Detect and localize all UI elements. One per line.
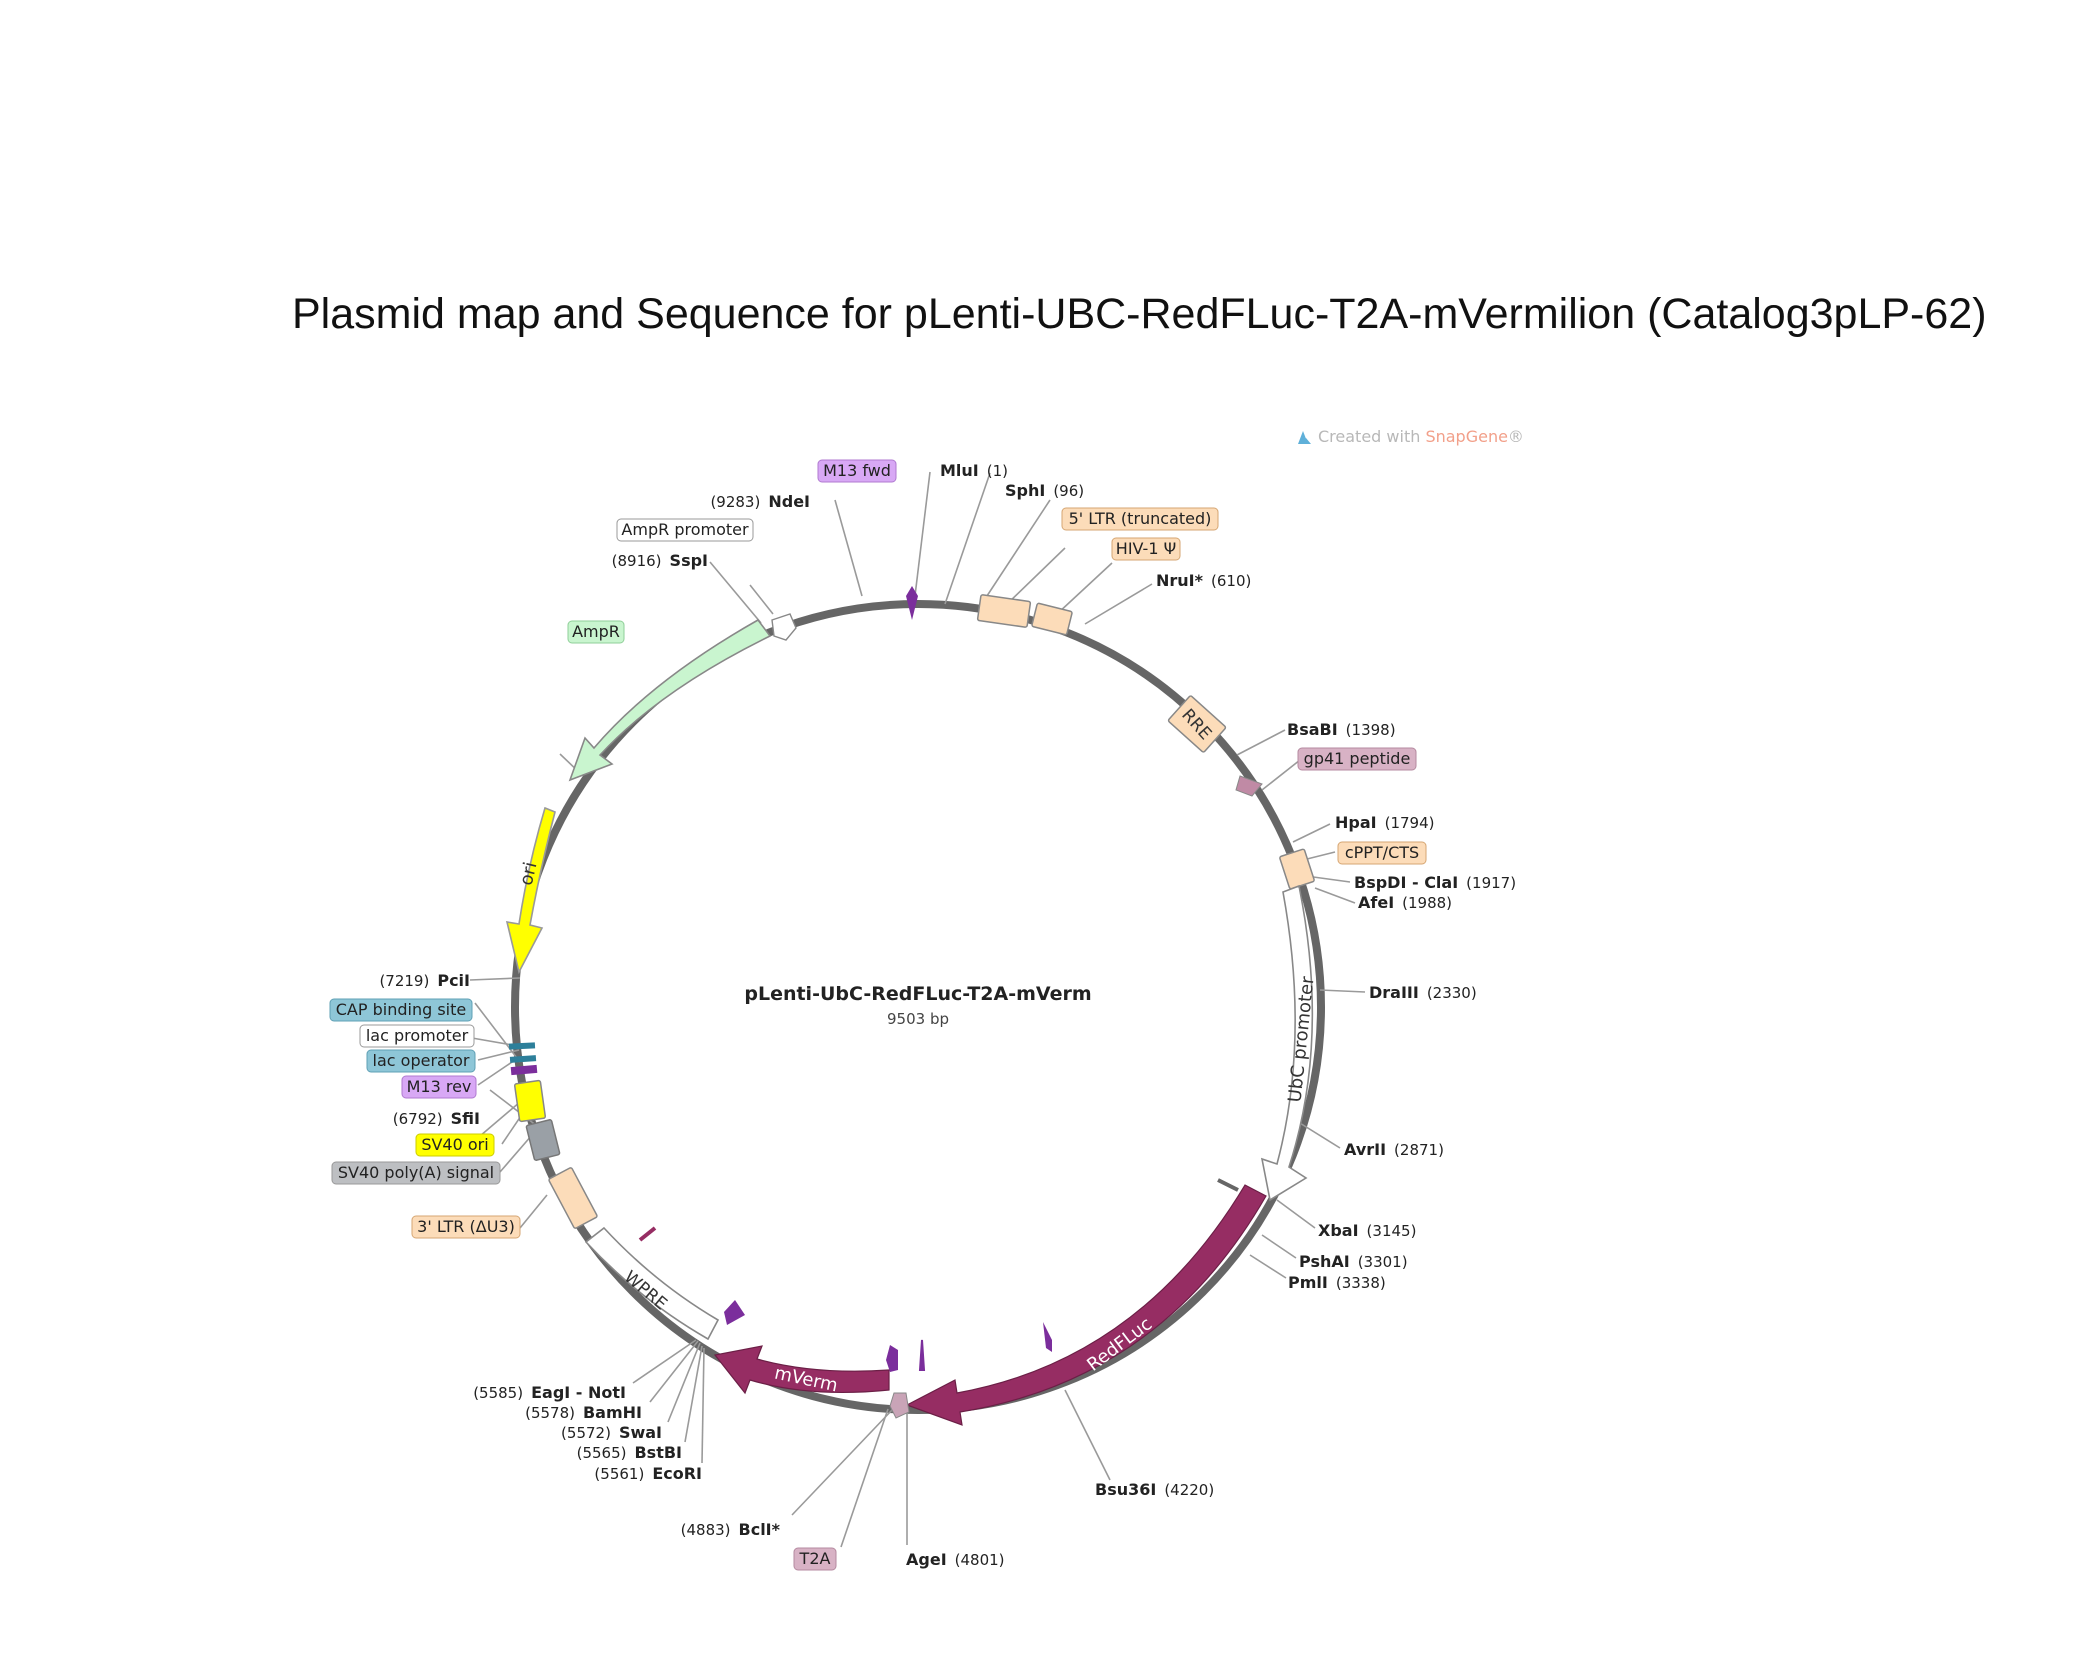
orf-marker	[886, 1345, 898, 1372]
pill-hiv1-psi: HIV-1 Ψ	[1111, 537, 1181, 561]
credit-brand: SnapGene	[1425, 427, 1507, 446]
minor-markers	[638, 1178, 1239, 1372]
site-labels-left: (4883)BclI* (5561)EcoRI (5565)BstBI (557…	[379, 492, 810, 1539]
sv40-polya-box	[525, 1119, 561, 1161]
site-bsabi: BsaBI(1398)	[1287, 720, 1396, 739]
lac-operator-marker	[509, 1055, 537, 1063]
svg-text:HIV-1 Ψ: HIV-1 Ψ	[1116, 539, 1176, 558]
site-mlui: MluI(1)	[940, 461, 1008, 480]
pill-lac-promoter: lac promoter	[359, 1024, 475, 1048]
site-xbai: XbaI(3145)	[1318, 1221, 1416, 1240]
wpre-box	[584, 1226, 720, 1341]
svg-text:lac operator: lac operator	[373, 1051, 470, 1070]
ampr-promoter-arrow	[771, 613, 797, 641]
site-bcli: (4883)BclI*	[681, 1520, 781, 1539]
orf-marker	[1217, 1178, 1239, 1192]
svg-text:cPPT/CTS: cPPT/CTS	[1345, 843, 1419, 862]
credit-prefix: Created with	[1318, 427, 1425, 446]
svg-text:CAP binding site: CAP binding site	[336, 1000, 466, 1019]
orf-marker	[918, 1339, 926, 1371]
pill-cap-binding: CAP binding site	[329, 998, 473, 1022]
pill-t2a: T2A	[793, 1547, 837, 1571]
pill-5-ltr: 5' LTR (truncated)	[1061, 507, 1219, 531]
svg-text:AmpR: AmpR	[572, 622, 620, 641]
callout-lines	[469, 471, 1366, 1548]
svg-text:gp41 peptide: gp41 peptide	[1304, 749, 1411, 768]
site-bsu36i: Bsu36I(4220)	[1095, 1480, 1214, 1499]
gp41-marker	[1235, 775, 1263, 797]
site-afei: AfeI(1988)	[1358, 893, 1452, 912]
pill-sv40-polya: SV40 poly(A) signal	[331, 1161, 501, 1185]
site-pshai: PshAI(3301)	[1299, 1252, 1408, 1271]
redfluc-arrow	[905, 1184, 1267, 1426]
sv40-ori-box	[513, 1079, 547, 1123]
snapgene-logo-icon	[1298, 431, 1311, 444]
site-pcii: (7219)PciI	[379, 971, 470, 990]
m13-rev-marker	[510, 1064, 538, 1076]
site-eagi-noti: (5585)EagI - NotI	[473, 1383, 626, 1402]
hiv1-psi-box	[1031, 602, 1073, 636]
site-bspdi-clai: BspDI - ClaI(1917)	[1354, 873, 1516, 892]
t2a-marker	[889, 1392, 910, 1419]
rre-box	[1167, 695, 1227, 753]
svg-text:3' LTR (ΔU3): 3' LTR (ΔU3)	[417, 1217, 515, 1236]
site-pmli: PmlI(3338)	[1288, 1273, 1386, 1292]
m13-fwd-marker	[906, 586, 918, 620]
ori-arrow	[505, 806, 556, 975]
site-nrui: NruI*(610)	[1156, 571, 1251, 590]
ampr-arrow	[568, 618, 772, 782]
orf-marker	[1043, 1322, 1052, 1352]
svg-text:AmpR promoter: AmpR promoter	[621, 520, 749, 539]
orf-marker	[724, 1300, 745, 1325]
pill-sv40-ori: SV40 ori	[415, 1133, 495, 1157]
pill-m13-fwd: M13 fwd	[817, 459, 897, 483]
site-avrii: AvrII(2871)	[1344, 1140, 1444, 1159]
ori-label: ori	[516, 860, 542, 888]
svg-text:lac promoter: lac promoter	[366, 1026, 469, 1045]
feature-shapes	[505, 586, 1315, 1426]
pill-ampr: AmpR	[567, 620, 625, 644]
cppt-box	[1279, 848, 1315, 890]
snapgene-credit: Created with SnapGene®	[1298, 427, 1524, 446]
pill-lac-operator: lac operator	[366, 1049, 476, 1073]
svg-text:5' LTR (truncated): 5' LTR (truncated)	[1069, 509, 1212, 528]
site-bamhi: (5578)BamHI	[525, 1403, 642, 1422]
ltr-5-box	[976, 594, 1032, 628]
feature-pills: M13 fwd 5' LTR (truncated) HIV-1 Ψ gp41 …	[329, 459, 1427, 1571]
credit-suffix: ®	[1508, 427, 1524, 446]
ltr-3-box	[548, 1167, 598, 1229]
credit-text: Created with SnapGene®	[1318, 427, 1524, 446]
site-ndei: (9283)NdeI	[710, 492, 810, 511]
pill-cppt: cPPT/CTS	[1337, 841, 1427, 865]
site-swai: (5572)SwaI	[561, 1423, 662, 1442]
cap-site-marker	[508, 1042, 536, 1050]
site-hpai: HpaI(1794)	[1335, 813, 1434, 832]
site-agei: AgeI(4801)	[906, 1550, 1005, 1569]
svg-text:SV40 poly(A) signal: SV40 poly(A) signal	[338, 1163, 494, 1182]
site-sphi: SphI(96)	[1005, 481, 1084, 500]
site-draiii: DraIII(2330)	[1369, 983, 1477, 1002]
page-title: Plasmid map and Sequence for pLenti-UBC-…	[292, 290, 1987, 338]
pill-gp41: gp41 peptide	[1297, 747, 1417, 771]
site-sfii: (6792)SfiI	[393, 1109, 480, 1128]
site-bstbi: (5565)BstBI	[577, 1443, 682, 1462]
svg-text:T2A: T2A	[799, 1549, 831, 1568]
site-ecori: (5561)EcoRI	[594, 1464, 702, 1483]
mverm-arrow	[713, 1345, 890, 1395]
svg-text:M13 fwd: M13 fwd	[823, 461, 891, 480]
svg-text:M13 rev: M13 rev	[407, 1077, 472, 1096]
site-labels-right: MluI(1) SphI(96) NruI*(610) BsaBI(1398) …	[906, 461, 1516, 1569]
pill-m13-rev: M13 rev	[401, 1075, 477, 1099]
orf-marker	[638, 1226, 657, 1242]
svg-text:SV40 ori: SV40 ori	[421, 1135, 488, 1154]
site-sspi: (8916)SspI	[612, 551, 708, 570]
ubc-promoter-arrow	[1260, 884, 1314, 1202]
plasmid-size: 9503 bp	[887, 1010, 949, 1028]
pill-3-ltr: 3' LTR (ΔU3)	[411, 1215, 521, 1239]
pill-ampr-promoter: AmpR promoter	[616, 518, 754, 542]
plasmid-name: pLenti-UbC-RedFLuc-T2A-mVerm	[744, 983, 1091, 1005]
plasmid-backbone	[511, 600, 1325, 1414]
